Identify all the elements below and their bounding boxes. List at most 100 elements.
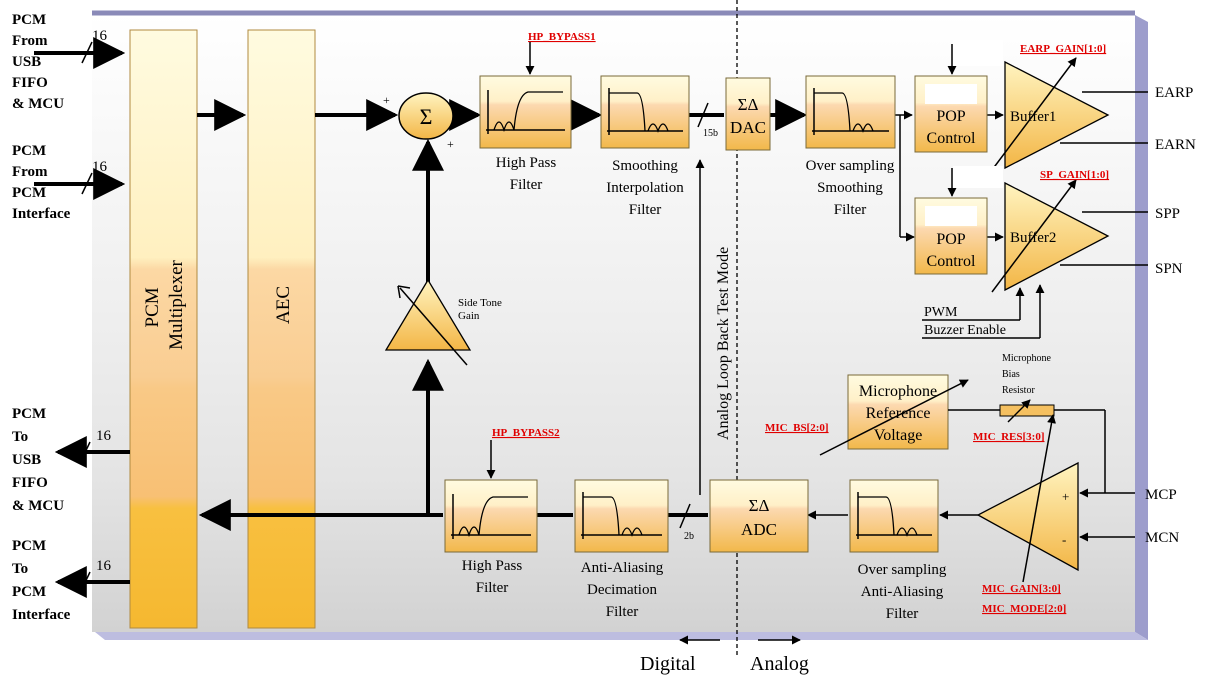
out-usb-l1: PCM	[12, 406, 46, 422]
osaa-label-2: Anti-Aliasing	[861, 584, 944, 600]
sp-gain-label: SP_GAIN[1:0]	[1040, 169, 1109, 181]
bus-width-4: 16	[96, 558, 112, 574]
high-pass-filter-1: HP_BYPASS1 High Pass Filter	[479, 31, 596, 193]
out-if-l2: To	[12, 561, 28, 577]
in-usb-l2: From	[12, 33, 48, 49]
micref-label-1: Microphone	[859, 383, 937, 400]
hpf2-label-2: Filter	[476, 580, 509, 596]
in-usb-l4: FIFO	[12, 75, 48, 91]
mic-bs-label: MIC_BS[2:0]	[765, 422, 829, 434]
hpf2-label-1: High Pass	[462, 558, 523, 574]
dac-label-2: DAC	[730, 118, 766, 137]
svg-text:PCM Multiplexer: PCM Multiplexer	[142, 259, 187, 349]
out-usb-l3: USB	[12, 452, 41, 468]
aad-label-2: Decimation	[587, 582, 657, 598]
adc-bus-width: 2b	[679, 503, 694, 542]
mic-mode-label: MIC_MODE[2:0]	[982, 603, 1066, 615]
oversampling-anti-aliasing-filter: Over sampling Anti-Aliasing Filter	[849, 479, 947, 622]
buffer2-amplifier: Buffer2 SP_GAIN[1:0] SPP SPN	[991, 169, 1183, 293]
in-if-l2: From	[12, 164, 48, 180]
io-labels-left: PCM From USB FIFO & MCU PCM From PCM Int…	[12, 12, 71, 623]
microphone-amplifier: + - MCP MCN MIC_GAIN[3:0] MIC_MODE[2:0]	[976, 414, 1179, 615]
mic-plus: +	[1062, 489, 1069, 504]
pop-control-2: POP Control	[914, 166, 1003, 275]
pop2-label-2: Control	[927, 253, 976, 270]
pop1-label-1: POP	[936, 108, 965, 125]
pop2-white-tab	[953, 166, 1003, 188]
mic-minus: -	[1062, 532, 1066, 547]
aad-label-1: Anti-Aliasing	[581, 560, 664, 576]
mic-gain-label: MIC_GAIN[3:0]	[982, 583, 1061, 595]
pop-control-1: POP Control	[914, 40, 1003, 153]
adc-width-label: 2b	[684, 531, 694, 542]
smooth-interp-label-1: Smoothing	[612, 158, 678, 174]
pin-mcp: MCP	[1145, 487, 1177, 503]
os-smooth-label-1: Over sampling	[806, 158, 895, 174]
bus-width-1: 16	[92, 28, 108, 44]
in-usb-l5: & MCU	[12, 96, 64, 112]
in-if-l1: PCM	[12, 143, 46, 159]
pin-earp: EARP	[1155, 85, 1193, 101]
os-smooth-label-3: Filter	[834, 202, 867, 218]
aad-label-3: Filter	[606, 604, 639, 620]
oversampling-smoothing-filter: Over sampling Smoothing Filter	[805, 75, 896, 218]
adc-label-2: ADC	[741, 520, 777, 539]
pin-spn: SPN	[1155, 261, 1183, 277]
pop1-white-tab	[953, 40, 1003, 66]
pwm-buzzer-control: PWM Buzzer Enable	[922, 284, 1045, 339]
bus-arrows-left: 16 16 16 16	[34, 28, 130, 598]
bus-width-3: 16	[96, 428, 112, 444]
earp-gain-label: EARP_GAIN[1:0]	[1020, 43, 1106, 55]
summing-junction: Σ + +	[383, 92, 454, 151]
osaa-label-1: Over sampling	[858, 562, 947, 578]
in-if-l3: PCM	[12, 185, 46, 201]
hp-bypass2-label: HP_BYPASS2	[492, 427, 560, 439]
high-pass-filter-2: HP_BYPASS2 High Pass Filter	[444, 427, 560, 596]
sigma-delta-adc: ΣΔ ADC	[709, 479, 809, 553]
bus-width-2: 16	[92, 159, 108, 175]
micref-label-3: Voltage	[874, 427, 923, 444]
pin-earn: EARN	[1155, 137, 1196, 153]
mux-label-2: Multiplexer	[166, 259, 187, 349]
in-usb-l3: USB	[12, 54, 41, 70]
osaa-label-3: Filter	[886, 606, 919, 622]
side-tone-label-1: Side Tone	[458, 297, 502, 309]
pop1-label-2: Control	[927, 130, 976, 147]
micbias-label-2: Bias	[1002, 369, 1020, 380]
smooth-interp-label-3: Filter	[629, 202, 662, 218]
out-if-l1: PCM	[12, 538, 46, 554]
pwm-label: PWM	[924, 305, 958, 320]
pcm-multiplexer: PCM Multiplexer	[129, 29, 198, 629]
out-if-l4: Interface	[12, 607, 71, 623]
digital-label: Digital	[640, 653, 696, 675]
os-smooth-label-2: Smoothing	[817, 180, 883, 196]
dac-bus-width: 15b	[697, 102, 718, 139]
micref-label-2: Reference	[866, 405, 931, 422]
buzzer-label: Buzzer Enable	[924, 323, 1006, 338]
out-usb-l5: & MCU	[12, 498, 64, 514]
domain-labels: Digital Analog	[640, 635, 809, 675]
pop2-label-1: POP	[936, 231, 965, 248]
mux-label-1: PCM	[142, 287, 163, 327]
pin-spp: SPP	[1155, 206, 1180, 222]
micbias-label-1: Microphone	[1002, 353, 1051, 364]
sigma-delta-dac: ΣΔ DAC	[725, 77, 771, 151]
hpf1-label-1: High Pass	[496, 155, 557, 171]
buffer1-amplifier: Buffer1 EARP_GAIN[1:0] EARP EARN	[991, 43, 1196, 171]
in-if-l4: Interface	[12, 206, 71, 222]
analog-label: Analog	[750, 653, 809, 675]
hp-bypass1-label: HP_BYPASS1	[528, 31, 596, 43]
dac-width-label: 15b	[703, 128, 718, 139]
buffer1-label: Buffer1	[1010, 109, 1056, 125]
out-usb-l4: FIFO	[12, 475, 48, 491]
in-usb-l1: PCM	[12, 12, 46, 28]
dac-label-1: ΣΔ	[738, 95, 759, 114]
pin-mcn: MCN	[1145, 530, 1179, 546]
sum-symbol: Σ	[420, 104, 433, 129]
loopback-label: Analog Loop Back Test Mode	[715, 247, 732, 440]
hpf1-label-2: Filter	[510, 177, 543, 193]
smoothing-interpolation-filter: Smoothing Interpolation Filter	[600, 75, 690, 218]
smooth-interp-label-2: Interpolation	[606, 180, 684, 196]
sum-plus: +	[383, 93, 390, 107]
